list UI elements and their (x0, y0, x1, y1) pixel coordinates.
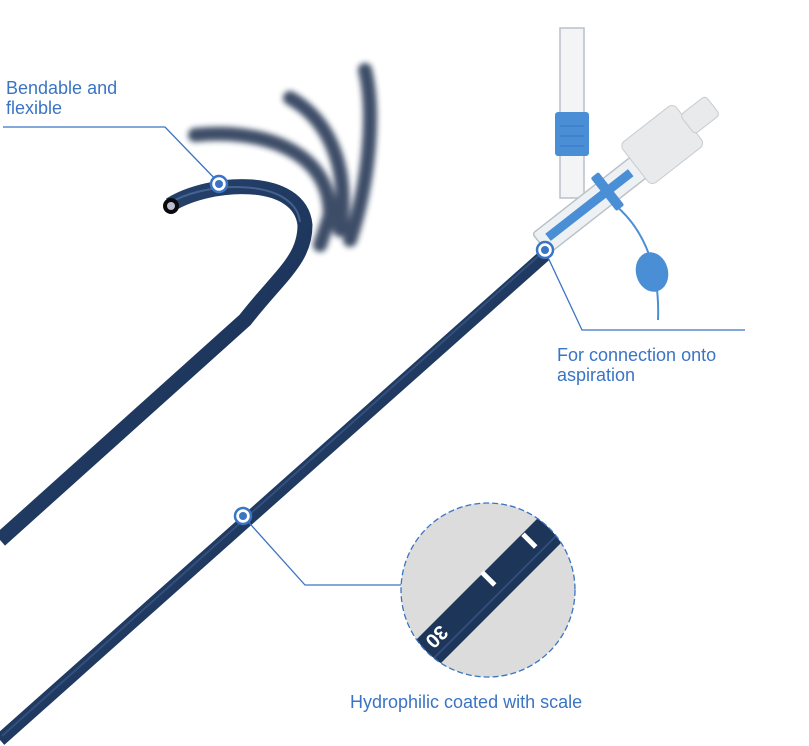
callout-connection-line2: aspiration (557, 365, 636, 385)
callout-line-bendable (3, 126, 220, 184)
callout-line-connection (544, 250, 745, 331)
straight-catheter (0, 250, 550, 745)
marker-bendable (209, 174, 229, 194)
callout-line-hydrophilic (242, 515, 401, 586)
callout-hydrophilic-text: Hydrophilic coated with scale (350, 692, 583, 712)
callout-connection-line1: For connection onto (557, 345, 717, 365)
callout-bendable-line2: flexible (6, 98, 63, 118)
bent-catheter (0, 179, 313, 546)
callout-connection-label: For connection onto aspiration (557, 345, 716, 385)
callout-lines (3, 126, 745, 586)
aspiration-hub (532, 27, 719, 321)
marker-hydrophilic (233, 506, 253, 526)
scale-magnifier: 30 (400, 502, 576, 678)
marker-connection (535, 240, 555, 260)
callout-bendable-line1: Bendable and (6, 78, 118, 98)
flex-motion-ghosts (188, 63, 377, 252)
callout-bendable-label: Bendable and flexible (6, 78, 117, 118)
callout-hydrophilic-label: Hydrophilic coated with scale (350, 692, 582, 712)
